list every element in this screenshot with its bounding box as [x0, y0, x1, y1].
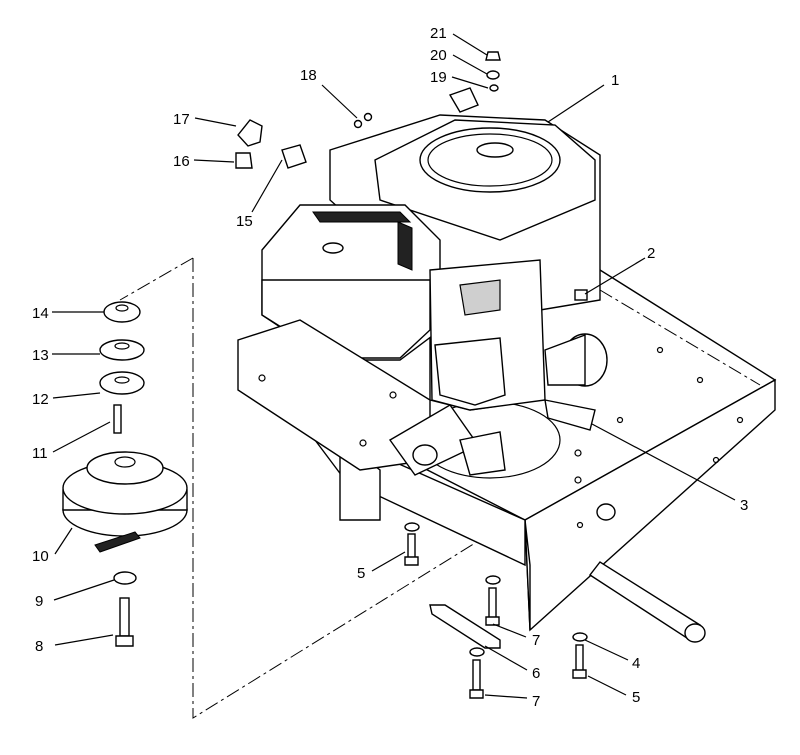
callout-6: 6 [532, 665, 540, 682]
clutch-panel-outline [119, 257, 481, 719]
clutch-stack [62, 301, 188, 647]
callout-13: 13 [32, 347, 49, 364]
callout-2: 2 [647, 245, 655, 262]
leader-lines [52, 33, 736, 699]
callout-5a: 5 [357, 565, 365, 582]
callout-11: 11 [32, 445, 48, 462]
callout-labels: 1 2 3 4 5 5 6 7 7 8 9 10 11 12 13 14 15 … [32, 25, 748, 710]
callout-21: 21 [430, 25, 447, 42]
callout-12: 12 [32, 391, 49, 408]
callout-7a: 7 [532, 632, 540, 649]
callout-8: 8 [35, 638, 43, 655]
callout-15: 15 [236, 213, 253, 230]
callout-5b: 5 [632, 689, 640, 706]
callout-18: 18 [300, 67, 317, 84]
callout-4: 4 [632, 655, 640, 672]
callout-9: 9 [35, 593, 43, 610]
callout-14: 14 [32, 305, 49, 322]
callout-19: 19 [430, 69, 447, 86]
callout-7b: 7 [532, 693, 540, 710]
callout-10: 10 [32, 548, 49, 565]
callout-3: 3 [740, 497, 748, 514]
engine-assembly [237, 87, 608, 476]
frame-bolts [404, 522, 588, 699]
callout-17: 17 [173, 111, 190, 128]
top-small-parts [235, 51, 588, 301]
callout-16: 16 [173, 153, 190, 170]
callout-1: 1 [611, 72, 619, 89]
callout-20: 20 [430, 47, 447, 64]
